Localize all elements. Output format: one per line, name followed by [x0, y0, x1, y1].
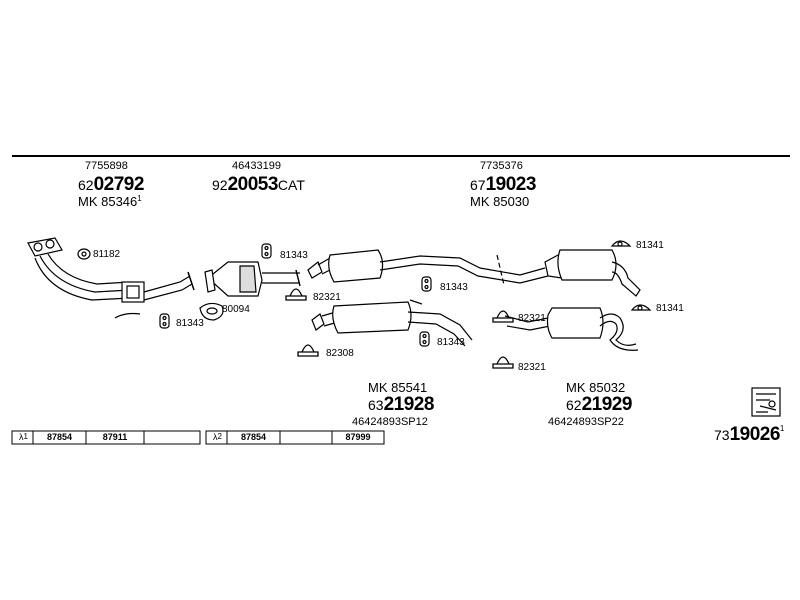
- total-number: 73190261: [714, 424, 784, 446]
- vehicle-pictogram-icon: [751, 387, 781, 417]
- mid2-prefix: 62: [566, 397, 582, 413]
- total-number-bold: 19026: [729, 424, 781, 445]
- rear-kit: MK 85030: [470, 194, 530, 209]
- part-label-82308: 82308: [326, 348, 354, 359]
- front-ref: 7755898: [85, 160, 128, 172]
- lambda-2-value-3: 87999: [345, 432, 371, 442]
- lambda-2-sym: λ: [213, 432, 218, 442]
- rear-silencer-lower-part: [504, 307, 639, 351]
- mid2-number: 6221929: [566, 394, 632, 416]
- cat-suffix: CAT: [277, 177, 305, 193]
- part-label-81341-a: 81341: [636, 240, 664, 251]
- lambda-table-1-text: λ1 87854 87911: [12, 431, 200, 444]
- cat-ref: 46433199: [232, 160, 281, 172]
- mid2-kit: MK 85032: [566, 380, 626, 395]
- lambda-1-symbol: λ1: [14, 431, 33, 443]
- rear-number: 6719023: [470, 174, 536, 196]
- gasket-icon: [199, 302, 224, 321]
- front-number-bold: 02792: [93, 174, 145, 195]
- lambda-2-sup: 2: [217, 432, 222, 441]
- lambda-1-value-3: [144, 431, 200, 443]
- part-label-82321-c: 82321: [518, 362, 546, 373]
- part-label-82321-a: 82321: [313, 292, 341, 303]
- front-kit-label: MK 85346: [78, 194, 138, 209]
- rubber-mount-icon: [159, 243, 432, 347]
- part-label-81182: 81182: [93, 249, 121, 260]
- rear-ref: 7735376: [480, 160, 523, 172]
- front-kit-sup: 1: [137, 194, 142, 203]
- cat-number: 9220053CAT: [212, 174, 305, 196]
- part-label-81343-b: 81343: [280, 250, 308, 261]
- lambda-table-2-text: λ2 87854 87999: [206, 431, 384, 444]
- part-label-81343-c: 81343: [440, 282, 468, 293]
- mid1-prefix: 63: [368, 397, 384, 413]
- rubber-ring-icon: [610, 240, 652, 311]
- lambda-2-value-1: 87854: [240, 432, 267, 442]
- front-prefix: 62: [78, 177, 94, 193]
- lambda-2-value-2: [280, 431, 332, 443]
- lambda-2-symbol: λ2: [208, 431, 227, 443]
- lambda-table-1: [11, 430, 201, 445]
- rear-number-bold: 19023: [485, 174, 537, 195]
- mid1-ref: 46424893SP12: [352, 416, 428, 428]
- part-label-81343-d: 81343: [437, 337, 465, 348]
- lambda-1-sym: λ: [19, 432, 24, 442]
- middle-silencer-lower-part: [311, 299, 473, 347]
- part-label-81343-a: 81343: [176, 318, 204, 329]
- front-number: 6202792: [78, 174, 144, 196]
- mid1-kit: MK 85541: [368, 380, 428, 395]
- front-kit: MK 853461: [78, 194, 142, 209]
- mid2-number-bold: 21929: [581, 394, 633, 415]
- rear-silencer-upper-part: [544, 249, 641, 297]
- catalytic-converter-part: [204, 261, 301, 297]
- front-pipe-part: [27, 237, 195, 319]
- lambda-1-value-2: 87911: [102, 432, 128, 442]
- lambda-1-value-1: 87854: [46, 432, 73, 442]
- part-label-81341-b: 81341: [656, 303, 684, 314]
- cat-number-bold: 20053: [227, 174, 279, 195]
- part-label-80094: 80094: [222, 304, 250, 315]
- mid1-number-bold: 21928: [383, 394, 435, 415]
- total-sup: 1: [779, 424, 785, 433]
- cat-prefix: 92: [212, 177, 228, 193]
- mid1-number: 6321928: [368, 394, 434, 416]
- total-prefix: 73: [714, 427, 730, 443]
- part-label-82321-b: 82321: [518, 313, 546, 324]
- u-clamp-icon: [285, 288, 514, 369]
- mid2-ref: 46424893SP22: [548, 416, 624, 428]
- rubber-hanger-icon: [77, 248, 91, 260]
- middle-silencer-upper-part: [307, 249, 549, 286]
- lambda-1-sup: 1: [23, 432, 28, 441]
- rear-prefix: 67: [470, 177, 486, 193]
- lambda-table-2: [205, 430, 385, 445]
